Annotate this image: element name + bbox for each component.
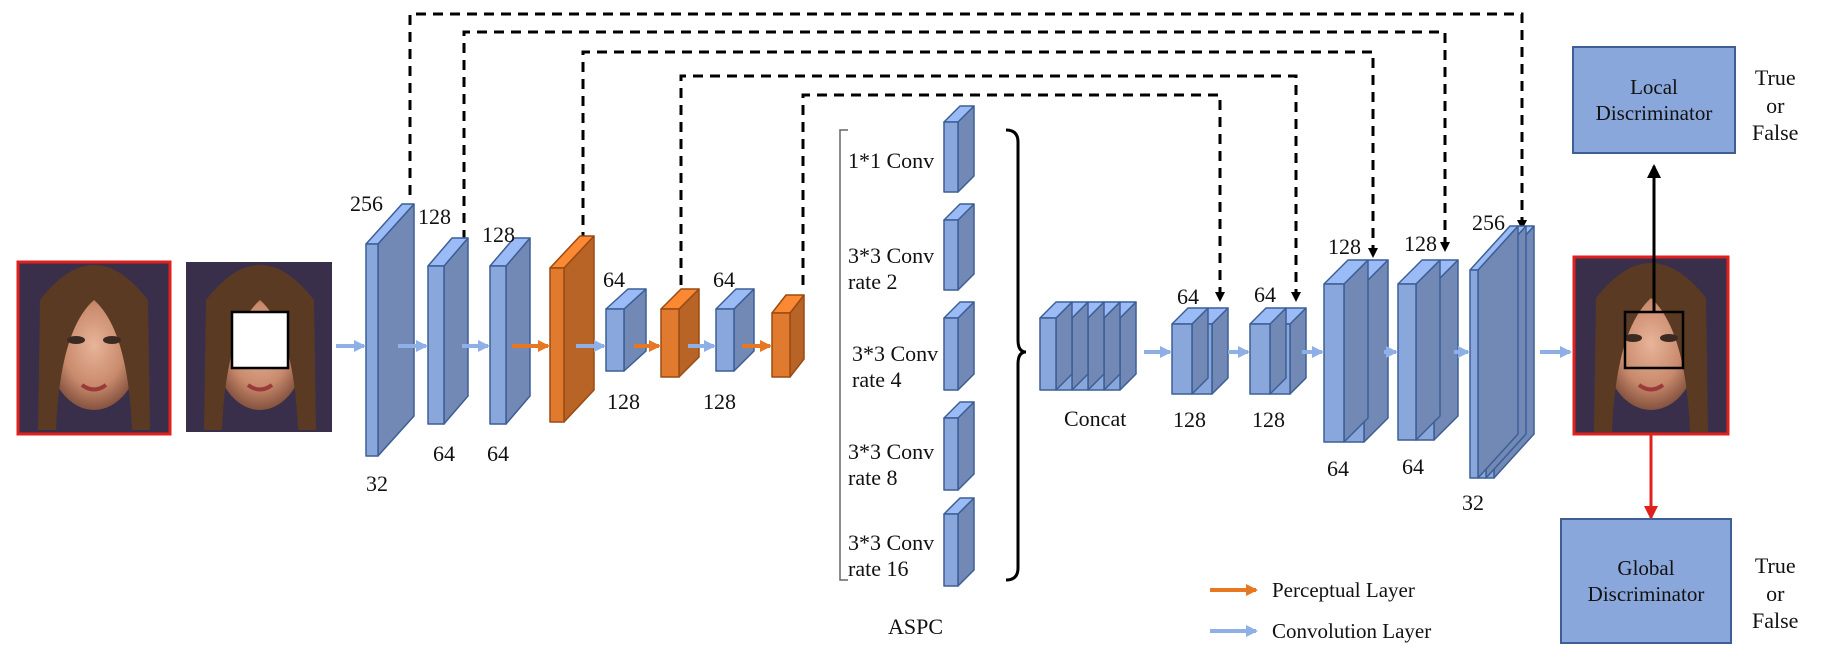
local-discriminator: Local Discriminator xyxy=(1572,46,1736,154)
aspc-branch-2-block xyxy=(943,203,975,291)
aspc-branch-2-label: 3*3 Conv rate 2 xyxy=(848,243,935,295)
enc5-top-label: 64 xyxy=(603,267,625,292)
decoder-block-1 xyxy=(1171,307,1229,395)
aspc-branch-4-label: 3*3 Conv rate 8 xyxy=(848,439,935,491)
input-face-image xyxy=(16,260,172,436)
dec3-top-label: 128 xyxy=(1328,234,1361,259)
skip-connections xyxy=(408,12,1527,302)
enc3-bottom-label: 64 xyxy=(487,441,509,466)
perceptual-block-2 xyxy=(660,288,700,378)
dec1-bottom-label: 128 xyxy=(1173,407,1206,432)
encoder-block-5 xyxy=(605,288,647,372)
aspc-branch-3-block xyxy=(943,301,975,391)
enc7-bottom-label: 128 xyxy=(703,389,736,414)
enc3-top-label: 128 xyxy=(482,222,515,247)
skip-connection-4 xyxy=(679,74,1301,302)
decoder-block-5 xyxy=(1469,225,1535,479)
dec2-top-label: 64 xyxy=(1254,282,1276,307)
aspc-right-bracket xyxy=(1005,128,1027,582)
global-result-label: True or False xyxy=(1752,553,1799,633)
encoder-block-3 xyxy=(489,237,531,425)
legend-perceptual-label: Perceptual Layer xyxy=(1272,578,1415,602)
decoder-block-3 xyxy=(1323,259,1389,443)
dec5-top-label: 256 xyxy=(1472,210,1505,235)
decoder-block-4 xyxy=(1397,259,1459,441)
dec2-bottom-label: 128 xyxy=(1252,407,1285,432)
enc1-bottom-label: 32 xyxy=(366,471,388,496)
aspc-branch-5-label: 3*3 Conv rate 16 xyxy=(848,530,935,582)
skip-connection-5 xyxy=(801,93,1225,302)
conv-blocks xyxy=(365,105,1535,587)
enc5-bottom-label: 128 xyxy=(607,389,640,414)
skip-connection-3 xyxy=(581,50,1378,258)
encoder-block-1 xyxy=(365,203,415,457)
perceptual-block-3 xyxy=(771,294,805,378)
enc2-top-label: 128 xyxy=(418,204,451,229)
perceptual-block-1 xyxy=(549,235,595,423)
dec3-bottom-label: 64 xyxy=(1327,456,1349,481)
encoder-block-2 xyxy=(427,237,469,425)
legend-convolution-label: Convolution Layer xyxy=(1272,619,1432,643)
skip-connection-1 xyxy=(408,12,1527,230)
enc7-top-label: 64 xyxy=(713,267,735,292)
aspc-branch-5-block xyxy=(943,497,975,587)
aspc-branch-3-label: 3*3 Conv rate 4 xyxy=(852,341,939,393)
enc1-top-label: 256 xyxy=(350,191,383,216)
dec4-top-label: 128 xyxy=(1404,231,1437,256)
skip-connection-2 xyxy=(462,30,1450,252)
dec5-bottom-label: 32 xyxy=(1462,490,1484,515)
concat-label: Concat xyxy=(1064,406,1127,431)
encoder-block-7 xyxy=(715,288,755,372)
aspc-branch-1-block xyxy=(943,105,975,193)
concat-block xyxy=(1039,301,1137,391)
aspc-branch-1-label: 1*1 Conv xyxy=(848,148,935,173)
enc2-bottom-label: 64 xyxy=(433,441,455,466)
masked-face-image xyxy=(186,262,332,432)
mask-hole xyxy=(230,310,290,370)
local-result-label: True or False xyxy=(1752,65,1799,145)
output-face-image xyxy=(1572,255,1730,436)
aspc-left-bracket xyxy=(839,129,848,581)
flow-arrows xyxy=(336,340,1572,358)
aspc-brackets xyxy=(839,128,1027,582)
dec1-top-label: 64 xyxy=(1177,284,1199,309)
decoder-block-2 xyxy=(1249,307,1307,395)
aspc-title: ASPC xyxy=(888,614,944,639)
dec4-bottom-label: 64 xyxy=(1402,454,1424,479)
global-discriminator: Global Discriminator xyxy=(1560,518,1732,644)
aspc-branch-4-block xyxy=(943,401,975,491)
